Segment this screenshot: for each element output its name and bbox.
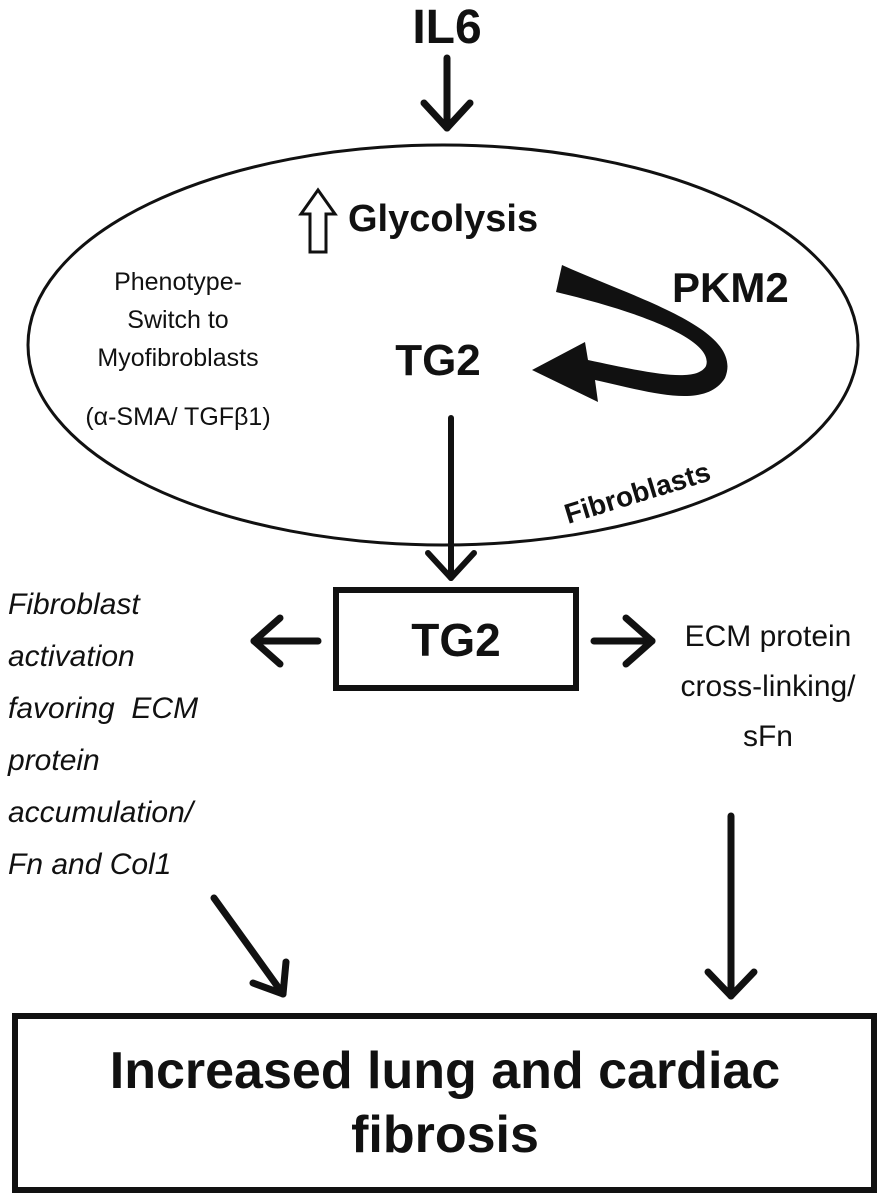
phenotype-line-3: Myofibroblasts (97, 344, 258, 372)
pkm2-curved-arrow-icon (532, 265, 728, 402)
left-effect-line-5: accumulation/ (8, 796, 196, 829)
tg2-to-box-arrow (425, 415, 477, 581)
il6-label: IL6 (412, 1, 481, 54)
outcome-line-2: fibrosis (351, 1106, 539, 1164)
right-effect-to-outcome-arrow (704, 812, 758, 1000)
glycolysis-label: Glycolysis (348, 198, 538, 240)
left-effect-line-3: favoring ECM (8, 692, 198, 725)
right-effect-line-2: cross-linking/ (680, 670, 856, 703)
outcome-box (12, 1013, 877, 1193)
right-effect-line-1: ECM protein (685, 620, 852, 653)
phenotype-line-4: (α-SMA/ TGFβ1) (85, 403, 270, 431)
left-effect-line-6: Fn and Col1 (8, 848, 171, 881)
tg2-right-arrow (590, 614, 656, 668)
pkm2-label: PKM2 (672, 264, 789, 311)
fibroblast-cell-ellipse (26, 143, 860, 547)
il6-down-arrow (420, 54, 474, 132)
left-effect-line-4: protein (7, 744, 100, 777)
left-effect-line-2: activation (8, 640, 135, 673)
glycolysis-increase-arrow-icon (298, 187, 338, 254)
tg2-left-arrow (250, 614, 322, 668)
outcome-line-1: Increased lung and cardiac (110, 1042, 780, 1100)
tg2-box-label: TG2 (411, 614, 500, 666)
phenotype-line-2: Switch to (127, 306, 228, 334)
left-effect-to-outcome-arrow (210, 894, 290, 998)
left-effect-line-1: Fibroblast (8, 588, 141, 621)
right-effect-line-3: sFn (743, 720, 793, 753)
tg2-box (333, 587, 579, 691)
phenotype-line-1: Phenotype- (114, 268, 242, 296)
tg2-intracellular-label: TG2 (395, 336, 481, 385)
